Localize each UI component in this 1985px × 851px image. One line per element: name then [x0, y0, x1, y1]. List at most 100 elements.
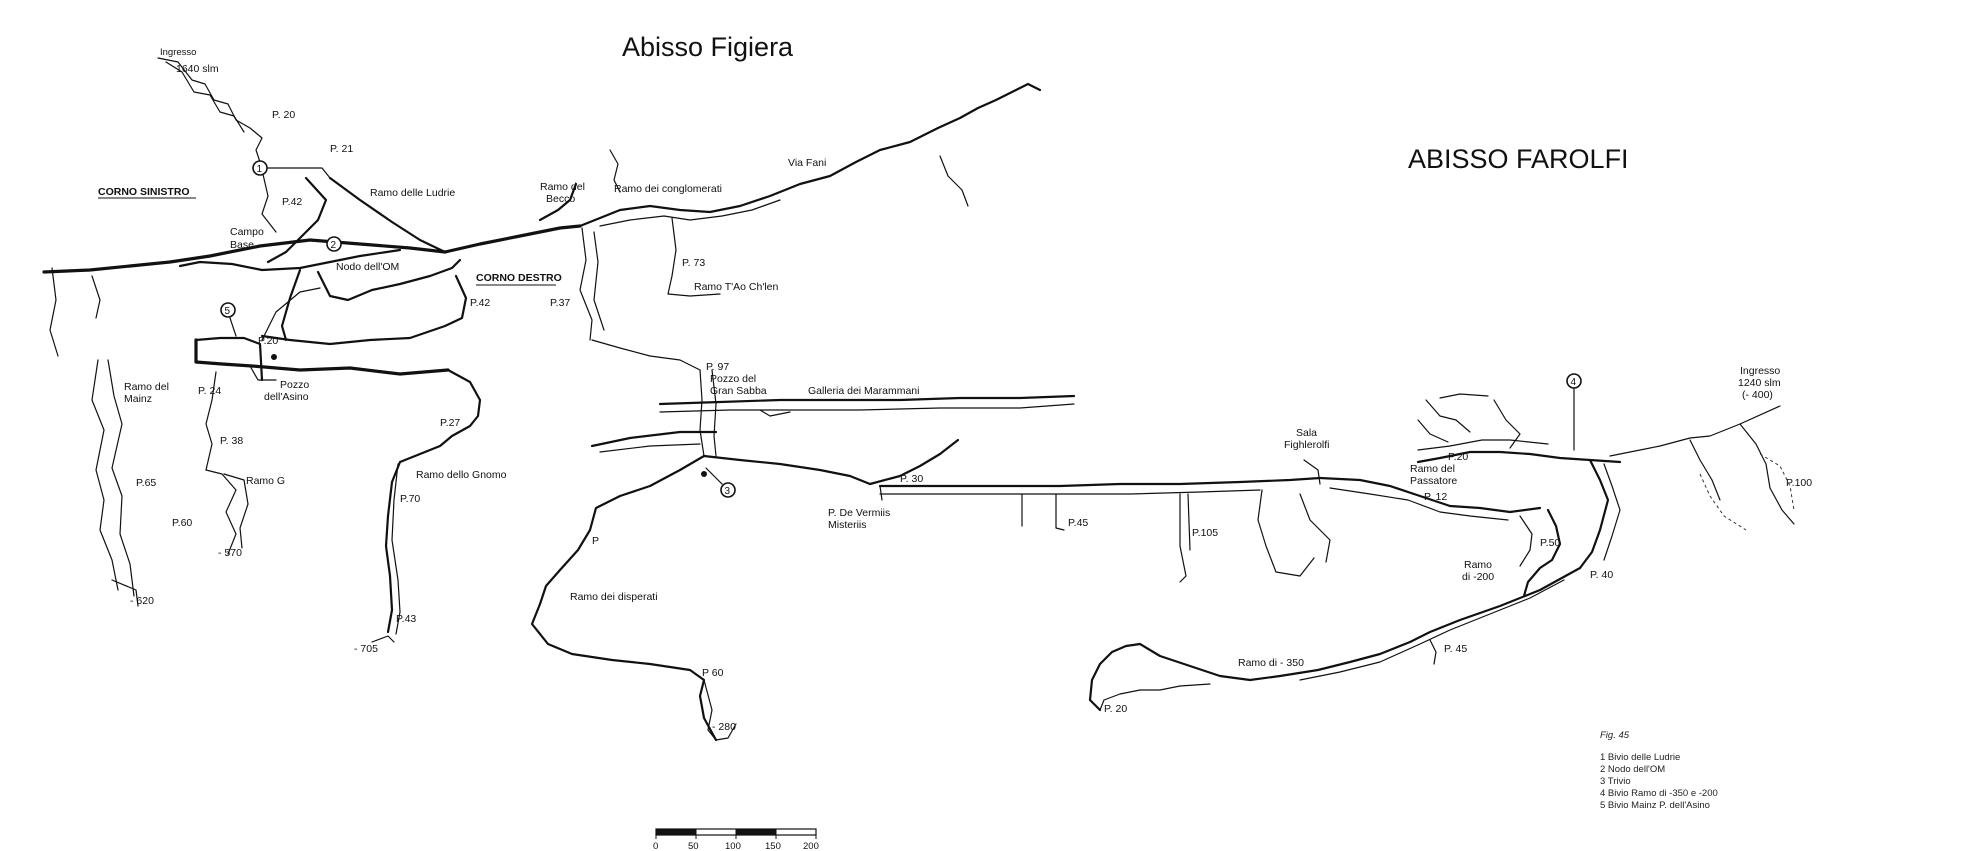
label-ramo-mainz-1: Ramo del — [124, 381, 169, 393]
label-sala-1: Sala — [1296, 427, 1317, 439]
label-p20-top: P. 20 — [272, 109, 295, 121]
label-pozzo-gran-sabba-2: Gran Sabba — [710, 385, 767, 397]
label-pozzo-asino-1: Pozzo — [280, 379, 309, 391]
label-ramo-gnomo: Ramo dello Gnomo — [416, 469, 507, 481]
marker-2: 2 — [326, 236, 342, 252]
label-depth-620: - 620 — [130, 595, 154, 607]
label-galleria-marammani: Galleria dei Marammani — [808, 385, 919, 397]
legend-item-5: 5 Bivio Mainz P. dell'Asino — [1600, 800, 1710, 811]
ramo-delle-ludrie-passage — [328, 176, 447, 254]
label-p60-bottom: P 60 — [702, 667, 724, 679]
label-p24: P. 24 — [198, 385, 221, 397]
galleria-dei-marammani — [658, 394, 1076, 406]
scale-tick-200: 200 — [803, 841, 819, 851]
label-ingresso-figiera: Ingresso — [160, 47, 196, 58]
legend-item-4: 4 Bivio Ramo di -350 e -200 — [1600, 788, 1718, 799]
label-p27: P.27 — [440, 417, 460, 429]
legend-item-1: 1 Bivio delle Ludrie — [1600, 752, 1680, 763]
corno-sinistro-label: CORNO SINISTRO — [98, 186, 190, 198]
ramo-di-350-passage — [1088, 566, 1582, 712]
marker-5: 5 — [220, 302, 237, 337]
label-ramo-200-2: di -200 — [1462, 571, 1494, 583]
legend-figure-number: Fig. 45 — [1600, 730, 1630, 741]
label-ramo-passatore-1: Ramo del — [1410, 463, 1455, 475]
label-ramo-200-1: Ramo — [1464, 559, 1492, 571]
label-p21: P. 21 — [330, 143, 353, 155]
label-p30: P. 30 — [900, 473, 923, 485]
entrance-shaft — [157, 57, 263, 169]
scale-bar: 0 50 100 150 200 — [653, 828, 819, 851]
label-p20-bottom: P. 20 — [1104, 703, 1127, 715]
label-p105: P.105 — [1192, 527, 1218, 539]
label-depth-570: - 570 — [218, 547, 242, 559]
label-p20-mid: P.20 — [258, 335, 278, 347]
label-ingresso-farolfi: Ingresso — [1740, 365, 1780, 377]
label-ramo-conglomerati: Ramo dei conglomerati — [614, 183, 722, 195]
marker-5-number: 5 — [225, 306, 231, 317]
label-alt-farolfi-1: 1240 slm — [1738, 377, 1781, 389]
label-depth-705: - 705 — [354, 643, 378, 655]
marker-3-number: 3 — [725, 486, 731, 497]
label-ramo-mainz-2: Mainz — [124, 393, 152, 405]
label-p45-mid: P.45 — [1068, 517, 1088, 529]
label-campo-base-2: Base — [230, 239, 254, 251]
label-p-de-vermiis-2: Misteriis — [828, 519, 867, 531]
scale-tick-50: 50 — [688, 841, 699, 851]
label-ramo-becco-1: Ramo del — [540, 181, 585, 193]
label-p50: P.50 — [1540, 537, 1560, 549]
trivio-dot — [701, 471, 707, 477]
label-sala-2: Fighlerolfi — [1284, 439, 1330, 451]
label-ramo-becco-2: Becco — [546, 193, 575, 205]
marker-4-number: 4 — [1571, 377, 1577, 388]
label-p70: P.70 — [400, 493, 420, 505]
label-p38: P. 38 — [220, 435, 243, 447]
scale-tick-100: 100 — [725, 841, 741, 851]
label-altitude-figiera: 1640 slm — [176, 63, 219, 75]
label-nodo-om: Nodo dell'OM — [336, 261, 399, 273]
label-ramo-g: Ramo G — [246, 475, 285, 487]
label-campo-base-1: Campo — [230, 226, 264, 238]
label-p43: P.43 — [396, 613, 416, 625]
label-p45-right: P. 45 — [1444, 643, 1467, 655]
label-pozzo-asino-2: dell'Asino — [264, 391, 309, 403]
label-p60-left: P.60 — [172, 517, 192, 529]
corno-destro-label: CORNO DESTRO — [476, 272, 562, 284]
cave-passages — [42, 57, 1795, 742]
label-alt-farolfi-2: (- 400) — [1742, 389, 1773, 401]
label-ramo-ludrie: Ramo delle Ludrie — [370, 187, 455, 199]
pozzo-asino-dot — [271, 354, 277, 360]
title-abisso-figiera: Abisso Figiera — [622, 32, 794, 62]
legend-item-2: 2 Nodo dell'OM — [1600, 764, 1665, 775]
legend: Fig. 45 1 Bivio delle Ludrie 2 Nodo dell… — [1600, 730, 1718, 811]
label-pozzo-gran-sabba-1: Pozzo del — [710, 373, 756, 385]
label-ramo-disperati: Ramo dei disperati — [570, 591, 658, 603]
marker-1-number: 1 — [257, 164, 263, 175]
label-p20-right: P.20 — [1448, 451, 1468, 463]
label-p12: P. 12 — [1424, 491, 1447, 503]
scale-tick-0: 0 — [653, 841, 658, 851]
scale-tick-150: 150 — [765, 841, 781, 851]
label-p42-left: P.42 — [282, 196, 302, 208]
ramo-dello-gnomo-passage — [384, 368, 482, 634]
ramo-dei-disperati-passage — [530, 454, 718, 742]
title-abisso-farolfi: ABISSO FAROLFI — [1408, 144, 1629, 174]
label-p97: P. 97 — [706, 361, 729, 373]
label-depth-280: - 280 — [712, 721, 736, 733]
marker-3: 3 — [705, 467, 736, 498]
label-p40: P. 40 — [1590, 569, 1613, 581]
marker-1: 1 — [252, 160, 268, 176]
label-p-small: P — [592, 535, 599, 547]
label-p42-right: P.42 — [470, 297, 490, 309]
legend-item-3: 3 Trivio — [1600, 776, 1631, 787]
marker-2-number: 2 — [331, 240, 337, 251]
label-p-de-vermiis-1: P. De Vermiis — [828, 507, 890, 519]
label-ramo-350: Ramo di - 350 — [1238, 657, 1304, 669]
label-p73: P. 73 — [682, 257, 705, 269]
label-ramo-tao: Ramo T'Ao Ch'len — [694, 281, 779, 293]
label-p100: P.100 — [1786, 477, 1812, 489]
label-ramo-passatore-2: Passatore — [1410, 475, 1457, 487]
label-p37: P.37 — [550, 297, 570, 309]
marker-4: 4 — [1566, 373, 1582, 389]
label-p65: P.65 — [136, 477, 156, 489]
